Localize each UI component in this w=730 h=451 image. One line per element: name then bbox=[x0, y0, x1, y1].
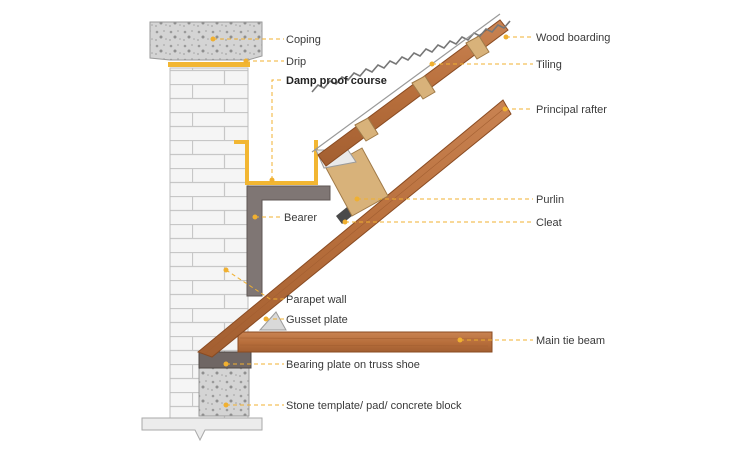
label-principal-rafter: Principal rafter bbox=[536, 104, 607, 116]
damp-proof-course bbox=[168, 62, 250, 67]
leader-lines bbox=[213, 36, 533, 406]
wood-boarding bbox=[317, 19, 509, 167]
label-damp-proof-course: Damp proof course bbox=[286, 75, 387, 87]
main-tie-beam bbox=[237, 331, 493, 353]
label-bearing-plate: Bearing plate on truss shoe bbox=[286, 359, 420, 371]
label-tiling: Tiling bbox=[536, 59, 562, 71]
wall-footing bbox=[141, 417, 263, 442]
label-bearer: Bearer bbox=[284, 212, 317, 224]
label-purlin: Purlin bbox=[536, 194, 564, 206]
label-main-tie-beam: Main tie beam bbox=[536, 335, 605, 347]
principal-rafter bbox=[197, 99, 512, 358]
label-parapet-wall: Parapet wall bbox=[286, 294, 347, 306]
leader-damp-proof-course bbox=[271, 79, 284, 180]
gusset-plate bbox=[258, 311, 287, 331]
label-wood-boarding: Wood boarding bbox=[536, 32, 610, 44]
leader-parapet-wall bbox=[225, 269, 284, 300]
label-gusset-plate: Gusset plate bbox=[286, 314, 348, 326]
label-coping: Coping bbox=[286, 34, 321, 46]
label-drip: Drip bbox=[286, 56, 306, 68]
label-stone-template: Stone template/ pad/ concrete block bbox=[286, 400, 462, 412]
tiling bbox=[311, 13, 511, 153]
bearer bbox=[246, 185, 331, 297]
leader-dots bbox=[210, 34, 509, 408]
coping bbox=[149, 21, 263, 61]
label-cleat: Cleat bbox=[536, 217, 562, 229]
stone-template-block bbox=[198, 367, 250, 417]
drip bbox=[234, 140, 318, 185]
